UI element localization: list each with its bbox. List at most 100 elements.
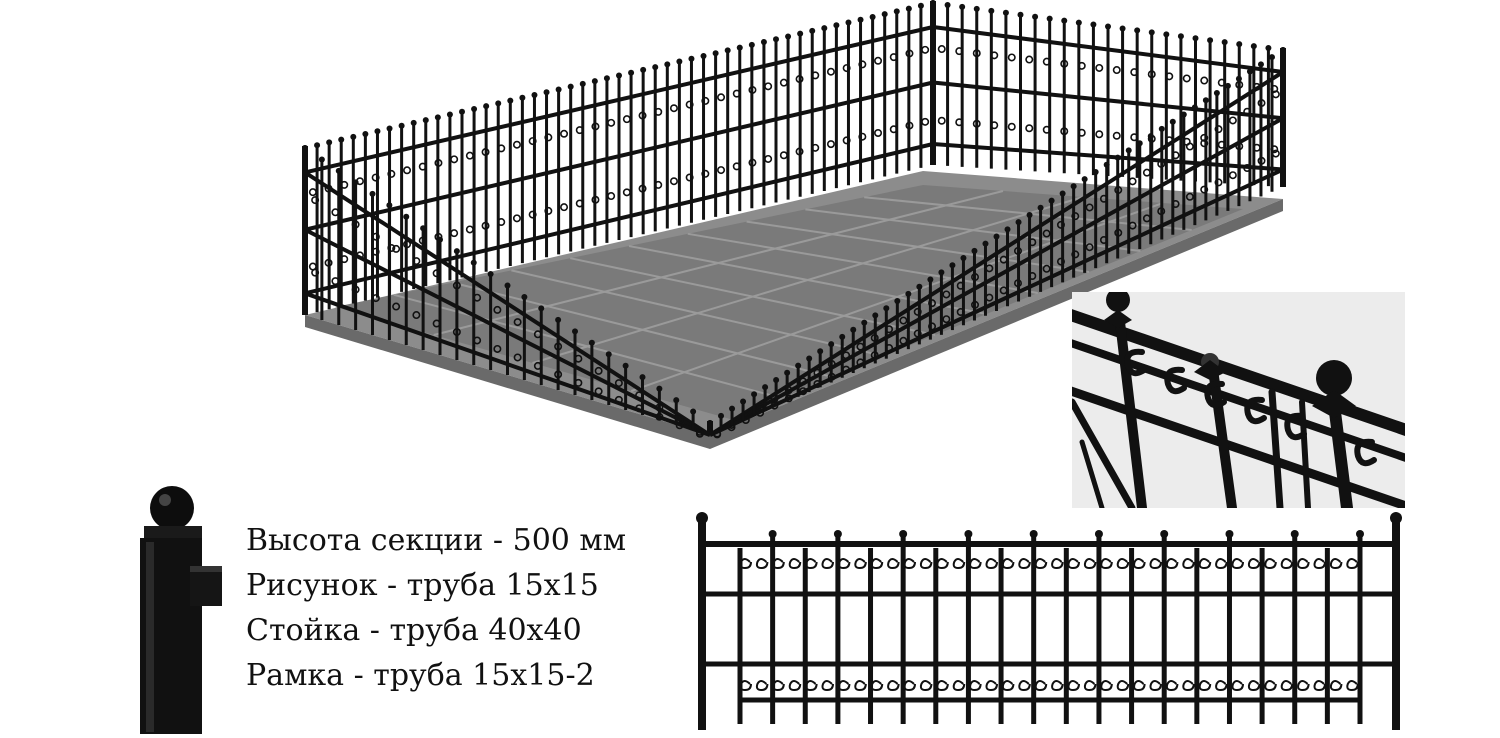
scroll-ornament bbox=[1071, 212, 1080, 221]
bar-finial bbox=[335, 167, 342, 174]
scroll-ornament bbox=[826, 140, 835, 149]
scroll-ornament bbox=[756, 408, 765, 417]
scroll-ornament bbox=[1185, 142, 1194, 151]
bar-finial bbox=[453, 248, 460, 255]
bar-finial bbox=[861, 319, 868, 326]
scroll-ornament bbox=[937, 45, 946, 54]
section-scroll bbox=[1215, 558, 1228, 570]
bar-finial bbox=[326, 139, 333, 146]
bar-finial bbox=[1002, 9, 1009, 16]
section-bar-finial bbox=[1094, 530, 1103, 538]
scroll-ornament bbox=[942, 290, 951, 299]
bar-finial bbox=[784, 369, 791, 376]
section-scroll bbox=[1313, 558, 1326, 570]
scroll-ornament bbox=[1025, 124, 1034, 133]
bar-finial bbox=[740, 398, 747, 405]
section-scroll bbox=[1149, 680, 1162, 692]
scroll-ornament bbox=[1071, 250, 1080, 259]
scroll-ornament bbox=[779, 78, 788, 87]
scroll-ornament bbox=[450, 229, 459, 238]
scroll-ornament bbox=[560, 129, 569, 138]
scroll-ornament bbox=[913, 307, 922, 316]
section-scroll bbox=[772, 680, 785, 692]
bar-finial bbox=[352, 179, 359, 186]
section-scroll bbox=[919, 680, 933, 692]
bar-finial bbox=[1177, 33, 1184, 40]
bar-finial bbox=[785, 33, 792, 40]
bar-finial bbox=[487, 271, 494, 278]
scroll-ornament bbox=[1200, 139, 1209, 148]
bar-finial bbox=[591, 78, 598, 85]
scroll-ornament bbox=[1200, 185, 1209, 194]
section-scroll bbox=[1329, 680, 1343, 692]
scroll-ornament bbox=[942, 315, 951, 324]
scroll-ornament bbox=[675, 421, 684, 430]
section-scroll bbox=[870, 680, 884, 692]
bar-finial bbox=[555, 316, 562, 323]
bar-finial bbox=[1105, 23, 1111, 30]
section-scroll bbox=[1018, 558, 1031, 570]
bar-finial bbox=[656, 385, 663, 392]
bar-finial bbox=[1059, 190, 1066, 197]
bar-finial bbox=[833, 22, 840, 29]
scroll-ornament bbox=[392, 302, 401, 311]
scroll-ornament bbox=[826, 67, 835, 76]
scroll-ornament bbox=[607, 118, 616, 127]
bar-finial bbox=[664, 61, 671, 68]
bar-finial bbox=[938, 269, 945, 276]
section-scroll bbox=[837, 680, 851, 692]
scroll-ornament bbox=[921, 45, 930, 54]
scroll-ornament bbox=[1007, 122, 1016, 131]
bar-finial bbox=[817, 348, 824, 355]
scroll-ornament bbox=[921, 117, 930, 126]
section-post-ball bbox=[696, 512, 708, 524]
bar-finial bbox=[959, 3, 966, 10]
scroll-ornament bbox=[764, 82, 773, 91]
section-scroll bbox=[854, 680, 867, 692]
bar-finial bbox=[446, 111, 453, 118]
bar-finial bbox=[369, 190, 376, 197]
bar-finial bbox=[690, 408, 697, 415]
scroll-ornament bbox=[614, 379, 623, 388]
bar-finial bbox=[572, 328, 578, 335]
scroll-ornament bbox=[594, 366, 603, 375]
bar-finial bbox=[673, 397, 680, 404]
bar-finial bbox=[420, 225, 427, 232]
bar-finial bbox=[470, 259, 477, 266]
section-scroll bbox=[1297, 558, 1310, 570]
bar-finial bbox=[1090, 21, 1097, 28]
bar-finial bbox=[362, 131, 369, 138]
section-scroll bbox=[1346, 680, 1359, 692]
scroll-ornament bbox=[784, 386, 793, 395]
section-scroll bbox=[854, 558, 867, 570]
section-scroll bbox=[969, 680, 982, 692]
scroll-ornament bbox=[512, 214, 521, 223]
scroll-ornament bbox=[560, 203, 569, 212]
bar-finial bbox=[422, 117, 429, 124]
section-bar-finial bbox=[899, 530, 908, 538]
bar-finial bbox=[531, 92, 538, 99]
bar-finial bbox=[872, 312, 879, 319]
section-scroll bbox=[985, 680, 998, 692]
section-scroll bbox=[755, 558, 769, 570]
section-scroll bbox=[1001, 680, 1015, 692]
scroll-ornament bbox=[1128, 177, 1137, 186]
rail-detail-photo bbox=[1072, 292, 1405, 508]
scroll-ornament bbox=[311, 268, 320, 277]
bar-finial bbox=[555, 86, 562, 93]
section-scroll bbox=[1100, 680, 1113, 692]
scroll-ornament bbox=[1007, 53, 1016, 62]
bar-finial bbox=[1026, 211, 1033, 218]
bar-finial bbox=[748, 41, 755, 48]
bar-finial bbox=[1192, 35, 1199, 42]
bar-finial bbox=[374, 128, 381, 135]
section-scroll bbox=[936, 558, 949, 570]
scroll-ornament bbox=[513, 318, 522, 327]
section-scroll bbox=[788, 680, 802, 692]
slab-edge-side bbox=[710, 199, 1283, 449]
bar-finial bbox=[1169, 118, 1176, 125]
scroll-ornament bbox=[874, 56, 883, 65]
bar-finial bbox=[1037, 204, 1044, 211]
bar-finial bbox=[1158, 125, 1165, 132]
bar-finial bbox=[1163, 31, 1170, 38]
